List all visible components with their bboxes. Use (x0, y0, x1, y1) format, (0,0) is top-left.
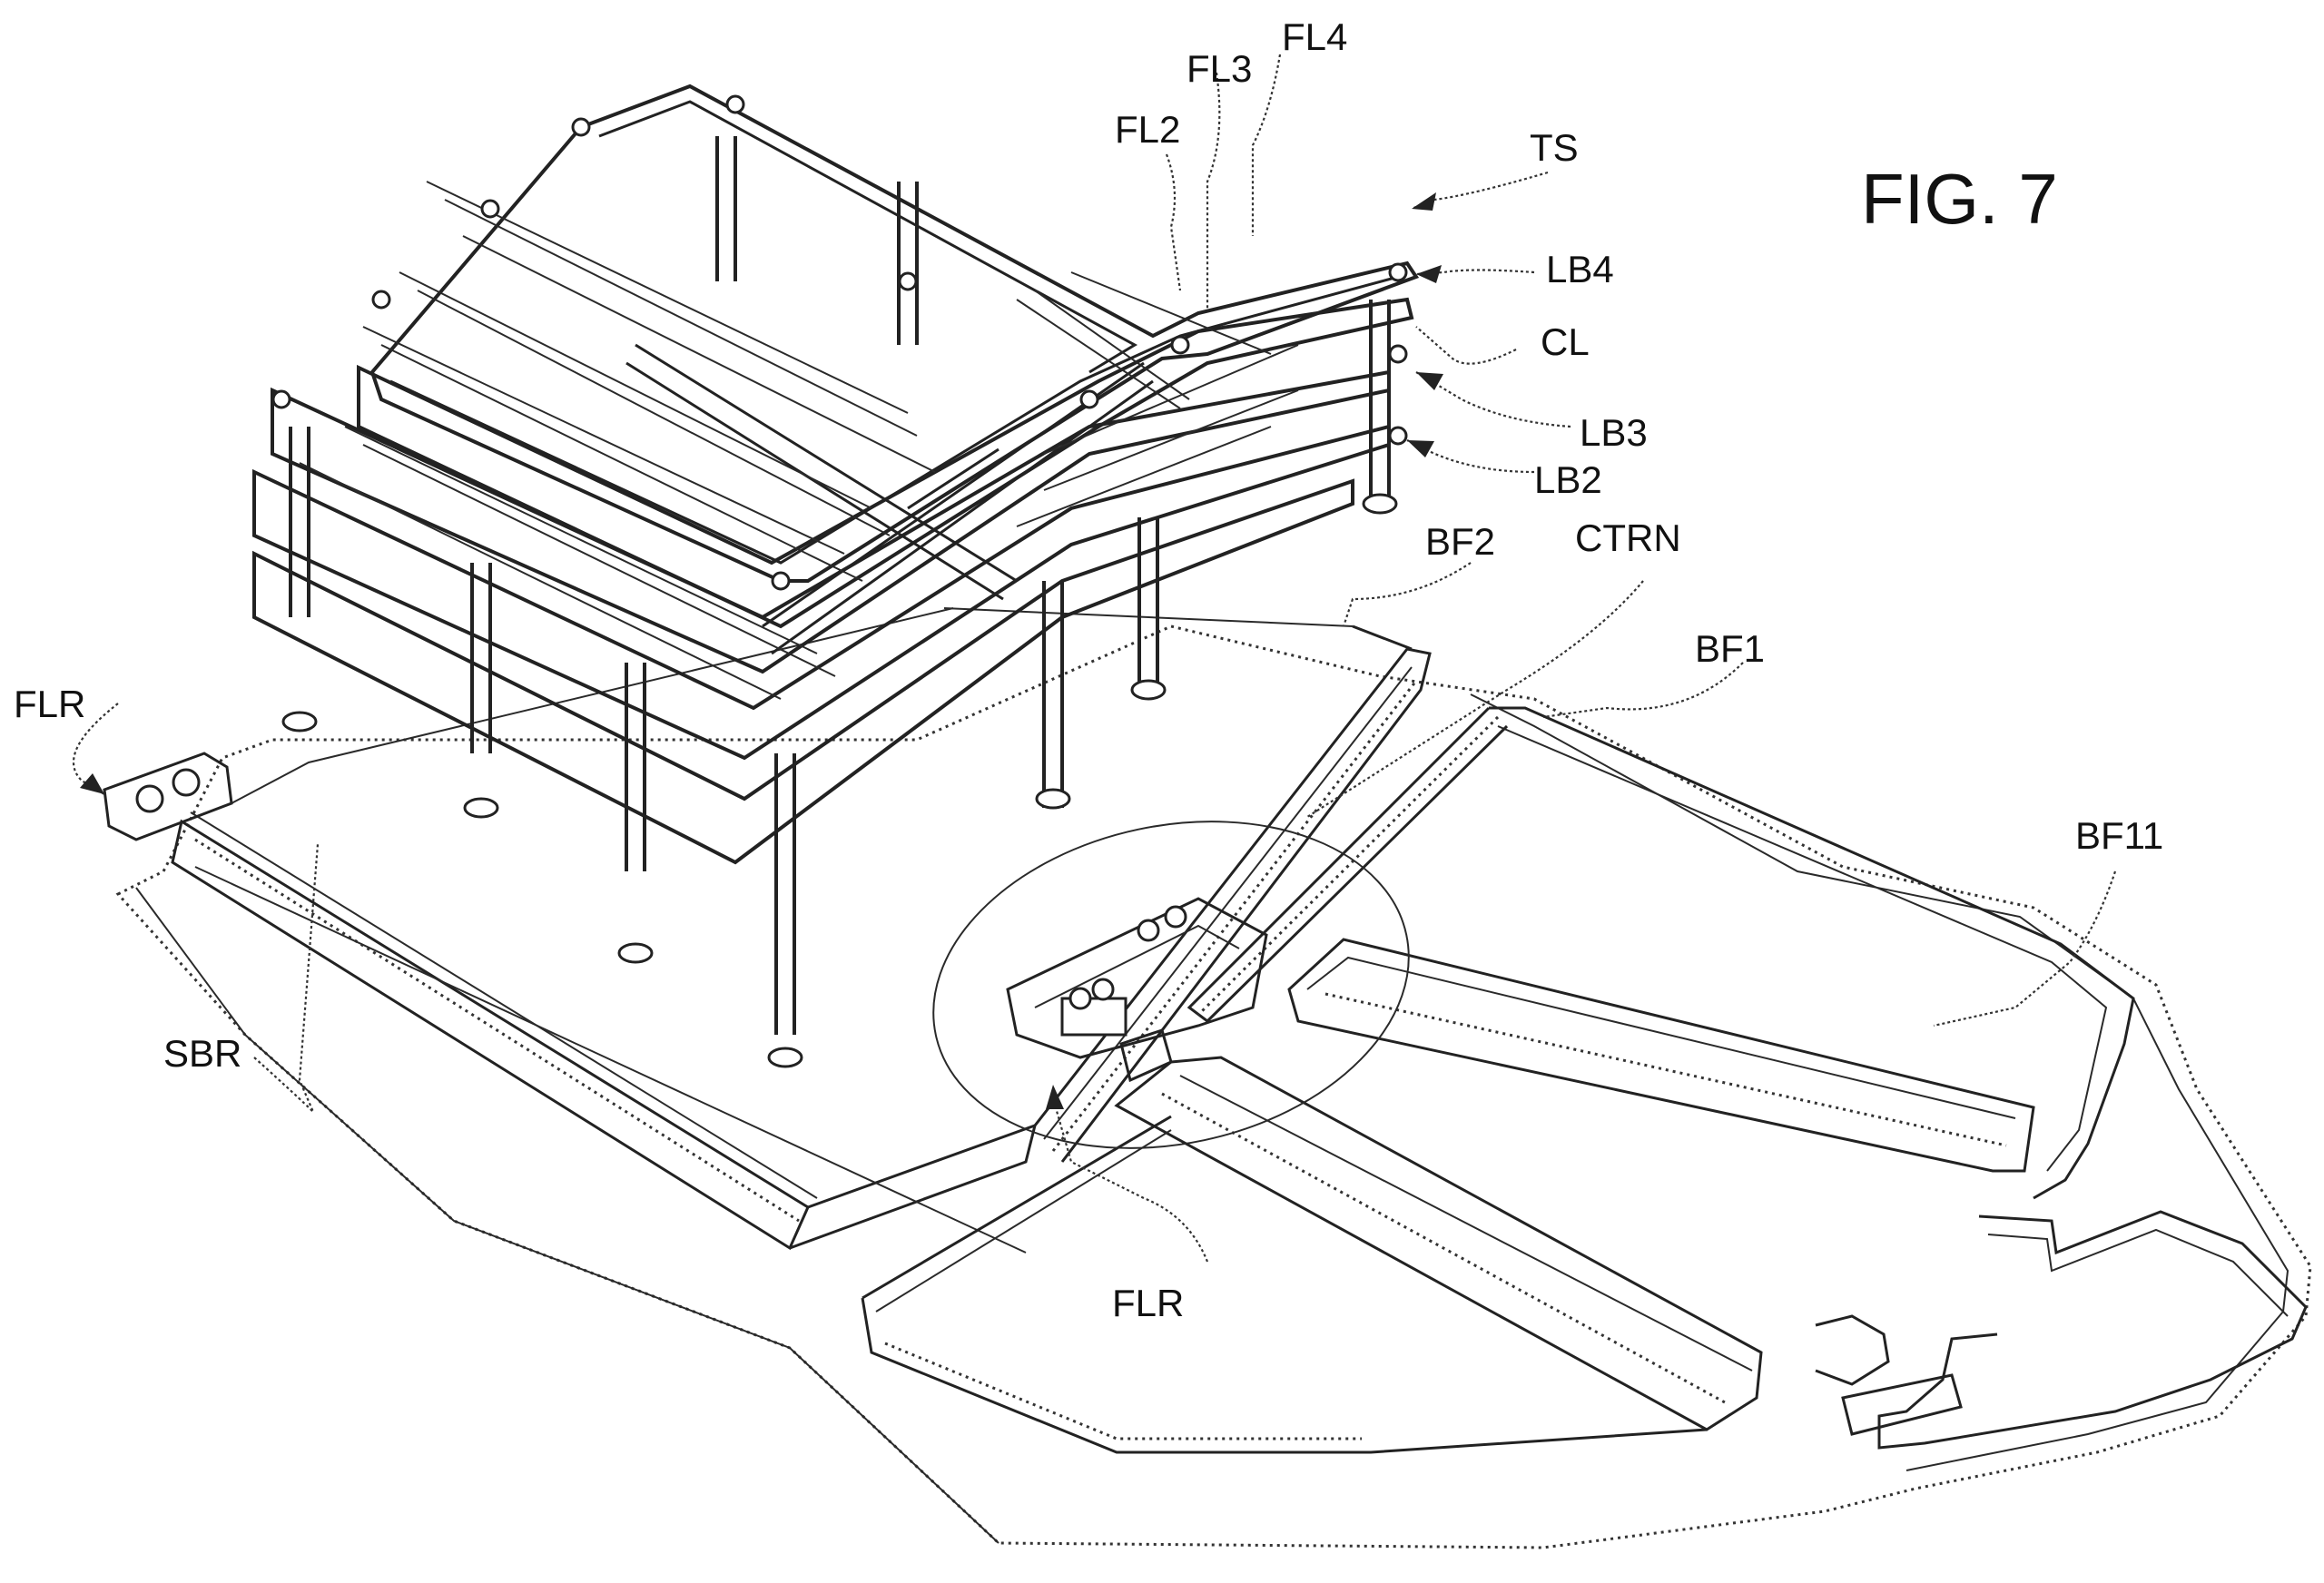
label-cl: CL (1541, 320, 1590, 363)
label-fl2: FL2 (1115, 108, 1181, 151)
label-bf1: BF1 (1695, 627, 1766, 670)
label-sbr: SBR (163, 1032, 242, 1075)
bf2-channel (943, 607, 1432, 1163)
label-flr-left: FLR (14, 683, 86, 725)
label-flr-bottom: FLR (1112, 1282, 1185, 1324)
label-lb4: LB4 (1546, 248, 1614, 290)
label-fl4: FL4 (1282, 15, 1348, 58)
rack-structure (252, 84, 1420, 1068)
front-left-stub (103, 607, 954, 841)
rack-feet (281, 493, 1398, 1068)
rack-nodes (271, 94, 1408, 591)
label-ctrn: CTRN (1575, 516, 1681, 559)
label-bf11: BF11 (2075, 814, 2164, 857)
figure-title: FIG. 7 (1861, 159, 2058, 239)
leader-lines (72, 54, 2117, 1263)
label-bf2: BF2 (1425, 520, 1496, 563)
label-ts: TS (1530, 126, 1579, 169)
label-lb3: LB3 (1580, 411, 1648, 454)
lower-channel (861, 1056, 1963, 1454)
base-floor (115, 624, 2312, 1549)
bf11-channel (1287, 938, 2035, 1173)
bf1-frame (1187, 706, 2308, 1450)
rack-posts (289, 136, 1391, 1035)
sbr-beam (171, 811, 1038, 1254)
centre-hub (932, 821, 1410, 1149)
label-fl3: FL3 (1187, 47, 1253, 90)
label-lb2: LB2 (1534, 458, 1602, 501)
